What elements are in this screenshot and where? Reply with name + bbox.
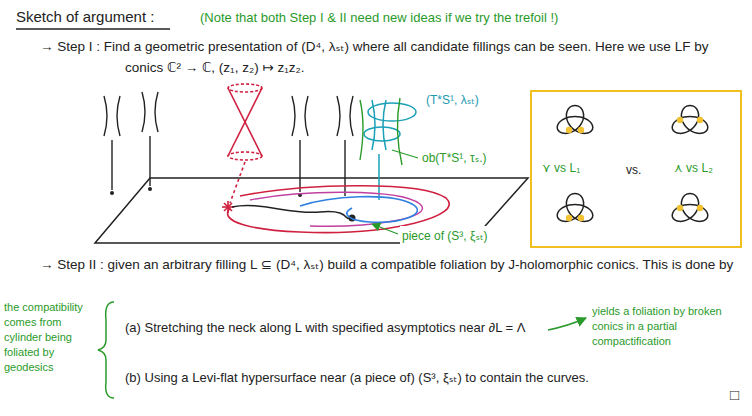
crossing-marker [697,205,703,211]
crossing-marker [578,127,584,133]
piece-label: piece of (S³, ξₛₜ) [400,226,489,247]
comparison-label: ⋏ vs L₂ [672,158,715,179]
crossing-marker [566,127,572,133]
fiber-label: (T*S¹, λₛₜ) [424,90,481,111]
pink-loop [250,192,422,226]
comparison-label: vs. [624,160,643,181]
singular-fiber [228,84,262,203]
page-label: ob(T*S¹, τₛ.) [420,148,489,169]
step-text: → Step I : Find a geometric presentation… [40,36,745,78]
comparison-box: ⋎ vs L₁ vs. ⋏ vs L₂ [530,90,742,248]
crossing-marker [697,117,703,123]
crossing-marker [566,215,572,221]
step-text: → Step II : given an arbitrary filling L… [40,254,745,275]
knot-diagram [557,193,593,221]
crossing-marker [677,117,683,123]
step-item: (b) Using a Levi-flat hypersurface near … [125,368,735,387]
fibers [104,92,353,196]
result-arrow [548,318,586,330]
slide-title: Sketch of argument : [16,6,154,27]
brace [98,302,114,398]
knot-diagram [672,193,708,221]
knot-diagram [557,105,593,133]
side-note: the compatibility comes from cylinder be… [4,300,96,375]
knot-diagram [672,105,708,133]
crossing-marker [677,205,683,211]
note: (Note that both Step I & II need new ide… [200,7,558,28]
vanishing-path [232,205,350,218]
underline [16,28,170,30]
comparison-label: ⋎ vs L₁ [540,158,582,179]
page-curves [360,98,402,165]
crossing-marker [578,215,584,221]
blue-loop [300,197,417,223]
result-note: yields a foliation by broken conics in a… [592,304,744,349]
leader-line [392,150,418,158]
step-item: (a) Stretching the neck along L with spe… [125,318,545,337]
qed-mark: □ [730,384,739,405]
leader-line [372,224,398,234]
cotangent-fibers [364,100,416,200]
